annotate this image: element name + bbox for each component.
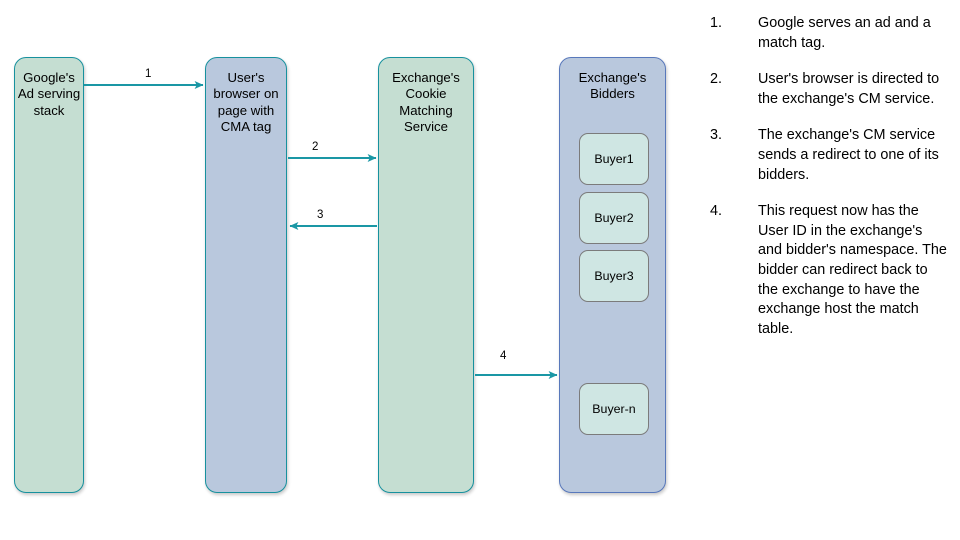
buyer-label: Buyer1 bbox=[594, 151, 634, 166]
node-google-ad-serving-stack[interactable]: Google's Ad serving stack bbox=[14, 57, 84, 493]
node-label: User's browser on page with CMA tag bbox=[213, 70, 279, 135]
node-label: Exchange's Cookie Matching Service bbox=[392, 70, 460, 135]
buyer-chip[interactable]: Buyer2 bbox=[579, 192, 649, 244]
buyer-label: Buyer2 bbox=[594, 210, 634, 225]
step-text: User's browser is directed to the exchan… bbox=[758, 71, 940, 107]
buyer-chip[interactable]: Buyer1 bbox=[579, 133, 649, 185]
step-number: 3. bbox=[710, 127, 723, 144]
buyer-label: Buyer-n bbox=[592, 401, 636, 416]
arrow-label-2: 2 bbox=[312, 141, 319, 153]
node-label: Google's Ad serving stack bbox=[17, 70, 81, 118]
step-item: 3. The exchange's CM service sends a red… bbox=[710, 126, 948, 185]
node-exchange-bidders[interactable]: Exchange's Bidders Buyer1 Buyer2 Buyer3 … bbox=[559, 57, 666, 493]
arrow-label-1: 1 bbox=[145, 68, 152, 80]
step-text: Google serves an ad and a match tag. bbox=[758, 15, 931, 51]
node-label: Exchange's Bidders bbox=[578, 70, 647, 102]
step-text: This request now has the User ID in the … bbox=[758, 203, 947, 337]
step-number: 4. bbox=[710, 203, 723, 220]
buyer-chip[interactable]: Buyer-n bbox=[579, 383, 649, 435]
node-user-browser[interactable]: User's browser on page with CMA tag bbox=[205, 57, 287, 493]
steps-list: 1. Google serves an ad and a match tag. … bbox=[710, 14, 948, 356]
step-text: The exchange's CM service sends a redire… bbox=[758, 127, 939, 183]
step-number: 2. bbox=[710, 71, 723, 88]
node-exchange-cookie-matching-service[interactable]: Exchange's Cookie Matching Service bbox=[378, 57, 474, 493]
step-item: 4. This request now has the User ID in t… bbox=[710, 202, 948, 339]
arrow-label-4: 4 bbox=[500, 350, 507, 362]
buyer-label: Buyer3 bbox=[594, 268, 634, 283]
buyer-chip[interactable]: Buyer3 bbox=[579, 250, 649, 302]
arrow-label-3: 3 bbox=[317, 209, 324, 221]
step-item: 1. Google serves an ad and a match tag. bbox=[710, 14, 948, 53]
step-number: 1. bbox=[710, 15, 723, 31]
step-item: 2. User's browser is directed to the exc… bbox=[710, 70, 948, 109]
